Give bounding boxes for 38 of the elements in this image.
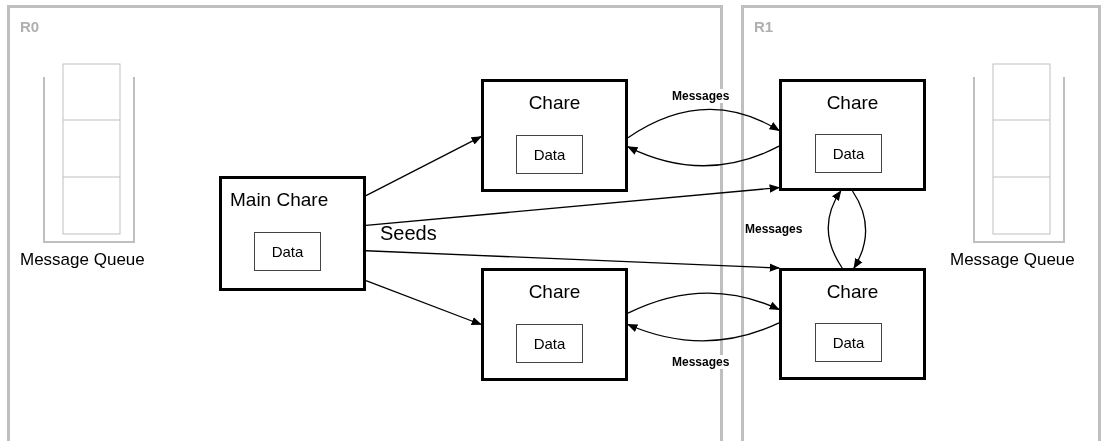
- edge-label: Messages: [745, 222, 803, 236]
- data-box: [254, 232, 321, 271]
- chare-box: [779, 79, 926, 191]
- seeds-label: Seeds: [380, 222, 437, 245]
- arrow: [365, 184, 781, 227]
- queue-label: Message Queue: [20, 250, 145, 270]
- arrow: [627, 145, 780, 167]
- arrow: [627, 322, 780, 342]
- data-label: Data: [271, 243, 304, 260]
- chare-title: Main Chare: [230, 189, 330, 211]
- region-label: R1: [754, 18, 774, 35]
- arrow: [851, 190, 867, 269]
- arrow: [627, 108, 780, 139]
- chare-box: [779, 268, 926, 380]
- arrow: [365, 250, 781, 272]
- data-label: Data: [533, 146, 566, 163]
- edge-label: Messages: [672, 355, 730, 369]
- chare-box: [219, 176, 366, 291]
- data-box: [516, 135, 583, 174]
- chare-title: Chare: [527, 92, 582, 114]
- arrow: [827, 190, 843, 269]
- data-label: Data: [832, 145, 865, 162]
- queue-label: Message Queue: [950, 250, 1075, 270]
- arrow: [365, 280, 482, 326]
- region-label: R0: [20, 18, 40, 35]
- edge-label: Messages: [672, 89, 730, 103]
- chare-box: [481, 268, 628, 381]
- chare-title: Chare: [825, 92, 880, 114]
- chare-box: [481, 79, 628, 192]
- data-box: [815, 323, 882, 362]
- chare-title: Chare: [825, 281, 880, 303]
- data-box: [815, 134, 882, 173]
- arrow: [365, 136, 482, 197]
- chare-title: Chare: [527, 281, 582, 303]
- arrow: [627, 292, 780, 314]
- data-label: Data: [533, 335, 566, 352]
- data-label: Data: [832, 334, 865, 351]
- data-box: [516, 324, 583, 363]
